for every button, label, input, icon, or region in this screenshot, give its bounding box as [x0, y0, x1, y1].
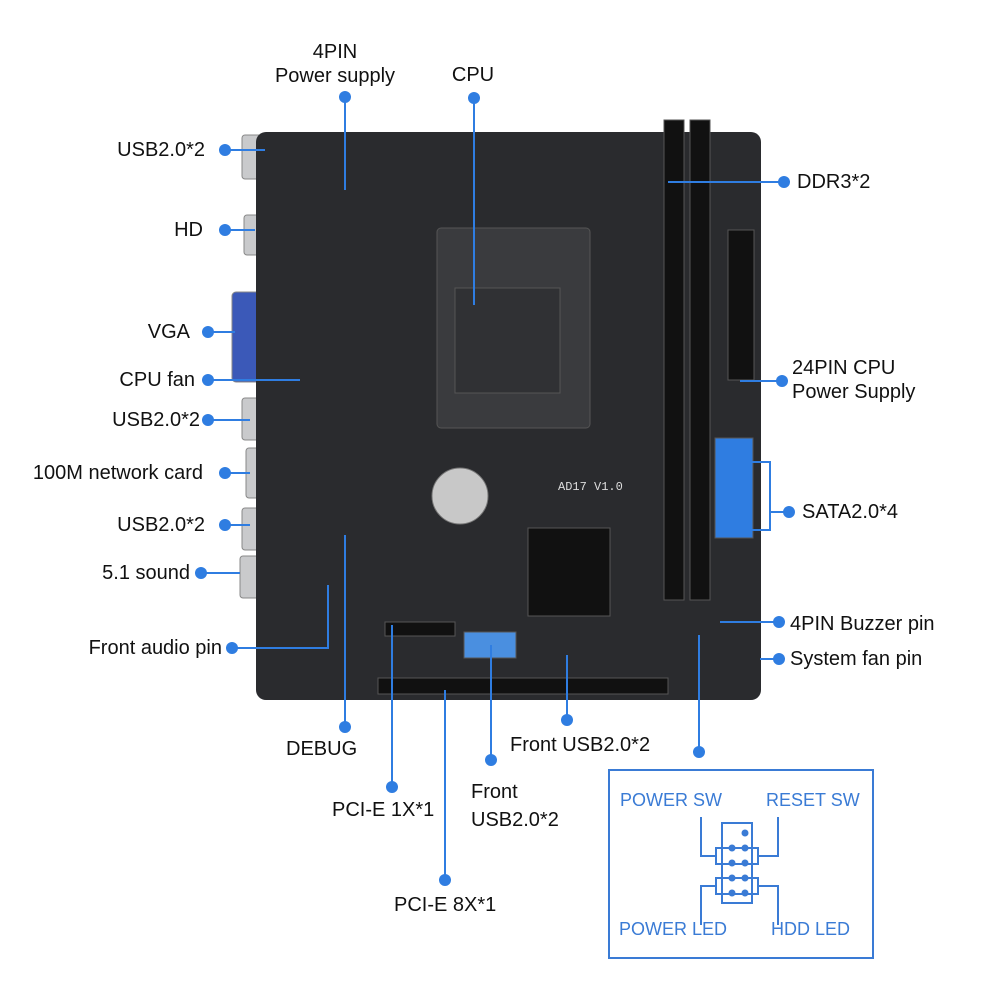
label-cpu: CPU: [451, 64, 495, 86]
leader-lines: [201, 97, 789, 880]
board-model: AD17 V1.0: [558, 480, 623, 494]
label-front-usb-a: Front USB2.0*2: [471, 780, 559, 832]
label-line: Power Supply: [792, 381, 916, 403]
label-buzzer: 4PIN Buzzer pin: [790, 613, 935, 635]
label-pcie-8x: PCI-E 8X*1: [394, 894, 497, 916]
front-panel-pinout: [700, 817, 779, 925]
panel-hdd-led: HDD LED: [771, 919, 851, 939]
label-system-fan: System fan pin: [790, 648, 923, 670]
label-line: Power supply: [274, 65, 396, 87]
label-sata: SATA2.0*4: [802, 501, 898, 523]
label-usb-top: USB2.0*2: [117, 139, 205, 161]
dimm-slot-1: [663, 119, 685, 601]
dimm-slot-2: [689, 119, 711, 601]
label-ddr3: DDR3*2: [797, 171, 871, 193]
label-usb-low: USB2.0*2: [117, 514, 205, 536]
label-pcie-1x: PCI-E 1X*1: [332, 799, 435, 821]
label-usb-mid: USB2.0*2: [112, 409, 200, 431]
heatsink: [527, 527, 611, 617]
sata-ports: [714, 437, 754, 539]
front-panel-box: [608, 769, 874, 959]
label-line: 4PIN: [312, 41, 358, 63]
atx-24pin: [727, 229, 755, 381]
label-network: 100M network card: [32, 462, 203, 484]
panel-power-sw: POWER SW: [620, 790, 722, 810]
label-front-usb-b: Front USB2.0*2: [510, 734, 651, 756]
label-line: 24PIN CPU: [792, 357, 896, 379]
label-cpu-fan: CPU fan: [119, 369, 195, 391]
cmos-battery: [431, 467, 489, 525]
label-sound: 5.1 sound: [102, 562, 190, 584]
panel-power-led: POWER LED: [619, 919, 728, 939]
label-front-audio: Front audio pin: [88, 637, 222, 659]
leader-dots: [195, 91, 795, 886]
label-atx-power: 24PIN CPU Power Supply: [792, 356, 915, 404]
pcie-1x-slot: [384, 621, 456, 637]
label-line: USB2.0*2: [471, 809, 559, 831]
label-debug: DEBUG: [286, 738, 358, 760]
label-hd: HD: [174, 219, 203, 241]
label-4pin-power: 4PIN Power supply: [255, 40, 415, 88]
label-line: Front: [471, 781, 518, 803]
pcie-8x-slot: [377, 677, 669, 695]
label-vga: VGA: [147, 321, 190, 343]
panel-reset-sw: RESET SW: [766, 790, 860, 810]
